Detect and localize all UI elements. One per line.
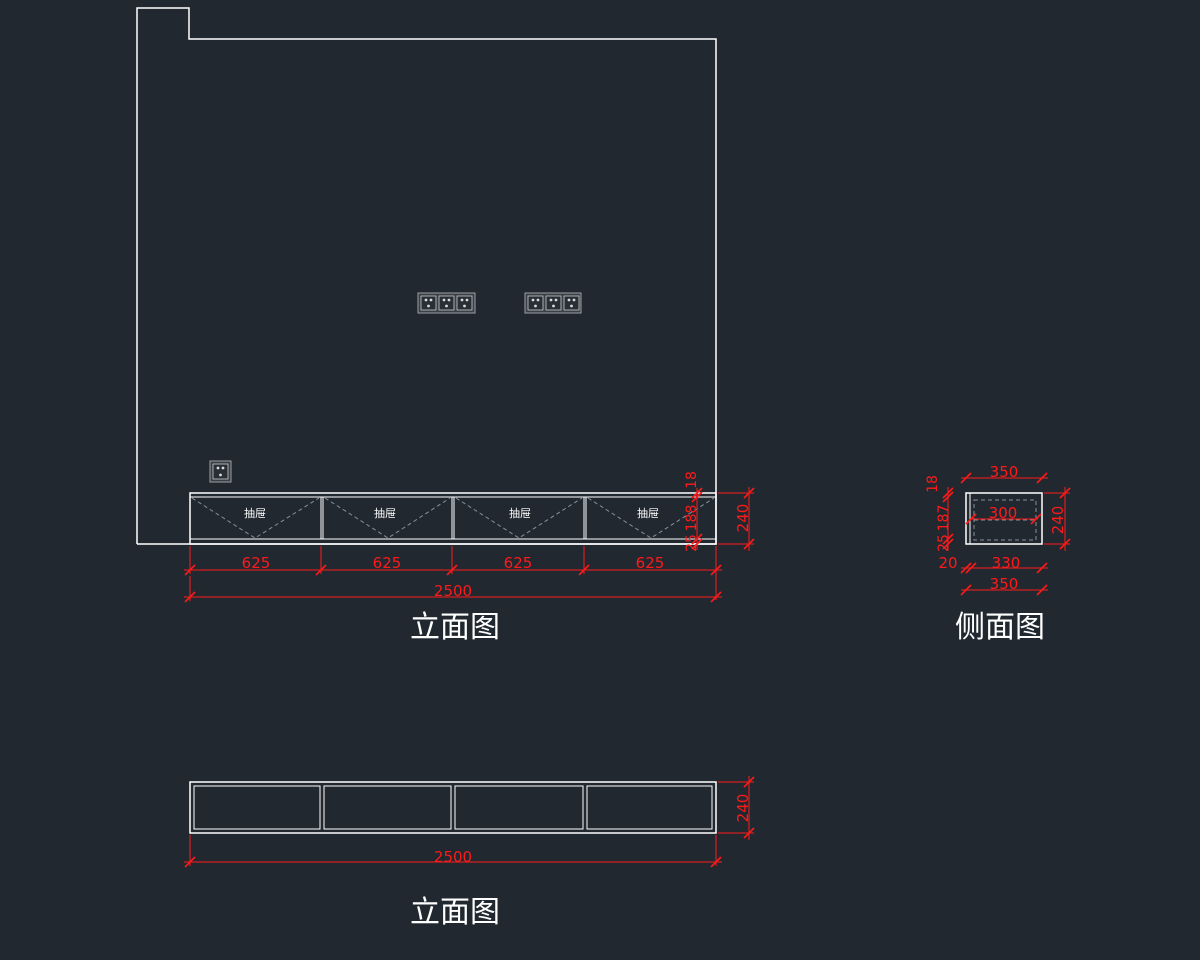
dim-segment-label: 625 [636, 554, 665, 572]
lower-elevation-title: 立面图 [410, 895, 500, 930]
side-dim-label: 300 [989, 504, 1018, 522]
drawer-label: 抽屉 [637, 506, 659, 520]
side-elevation-title: 侧面图 [955, 610, 1045, 645]
dim-height-label: 240 [734, 504, 752, 533]
side-dim-label: 187 [936, 505, 952, 532]
side-dim-label: 350 [990, 575, 1019, 593]
side-dim-label: 330 [992, 554, 1021, 572]
dim-total-label: 2500 [434, 582, 472, 600]
socket-triple-icon [524, 292, 582, 314]
side-dim-label: 350 [990, 463, 1019, 481]
side-dim-label: 25 [936, 534, 952, 552]
front-dimensions: 625 625 625 625 2500 240 18 188 25 [184, 471, 755, 603]
drawer-label: 抽屉 [244, 506, 266, 520]
lower-dim-height-label: 240 [734, 794, 752, 823]
drawer-label: 抽屉 [509, 506, 531, 520]
front-elevation: 抽屉 抽屉 抽屉 抽屉 625 625 625 625 25 [136, 7, 755, 645]
tv-cabinet-front: 抽屉 抽屉 抽屉 抽屉 [189, 492, 717, 545]
socket-triple-icon [417, 292, 476, 314]
side-elevation: 350 300 240 18 187 25 20 330 350 [925, 463, 1071, 645]
side-dim-label: 18 [925, 475, 941, 493]
dim-segment-label: 625 [242, 554, 271, 572]
socket-single-icon [209, 460, 232, 483]
side-dim-label: 20 [938, 554, 957, 572]
dim-stack-label: 18 [684, 471, 700, 489]
lower-elevation: 240 2500 立面图 [184, 776, 755, 930]
lower-dim-total-label: 2500 [434, 848, 472, 866]
dim-stack-label: 25 [684, 534, 700, 552]
drawer-label: 抽屉 [374, 506, 396, 520]
dim-stack-label: 188 [684, 505, 700, 532]
side-dim-label: 240 [1049, 506, 1067, 535]
front-elevation-title: 立面图 [410, 610, 500, 645]
dim-segment-label: 625 [373, 554, 402, 572]
dim-segment-label: 625 [504, 554, 533, 572]
